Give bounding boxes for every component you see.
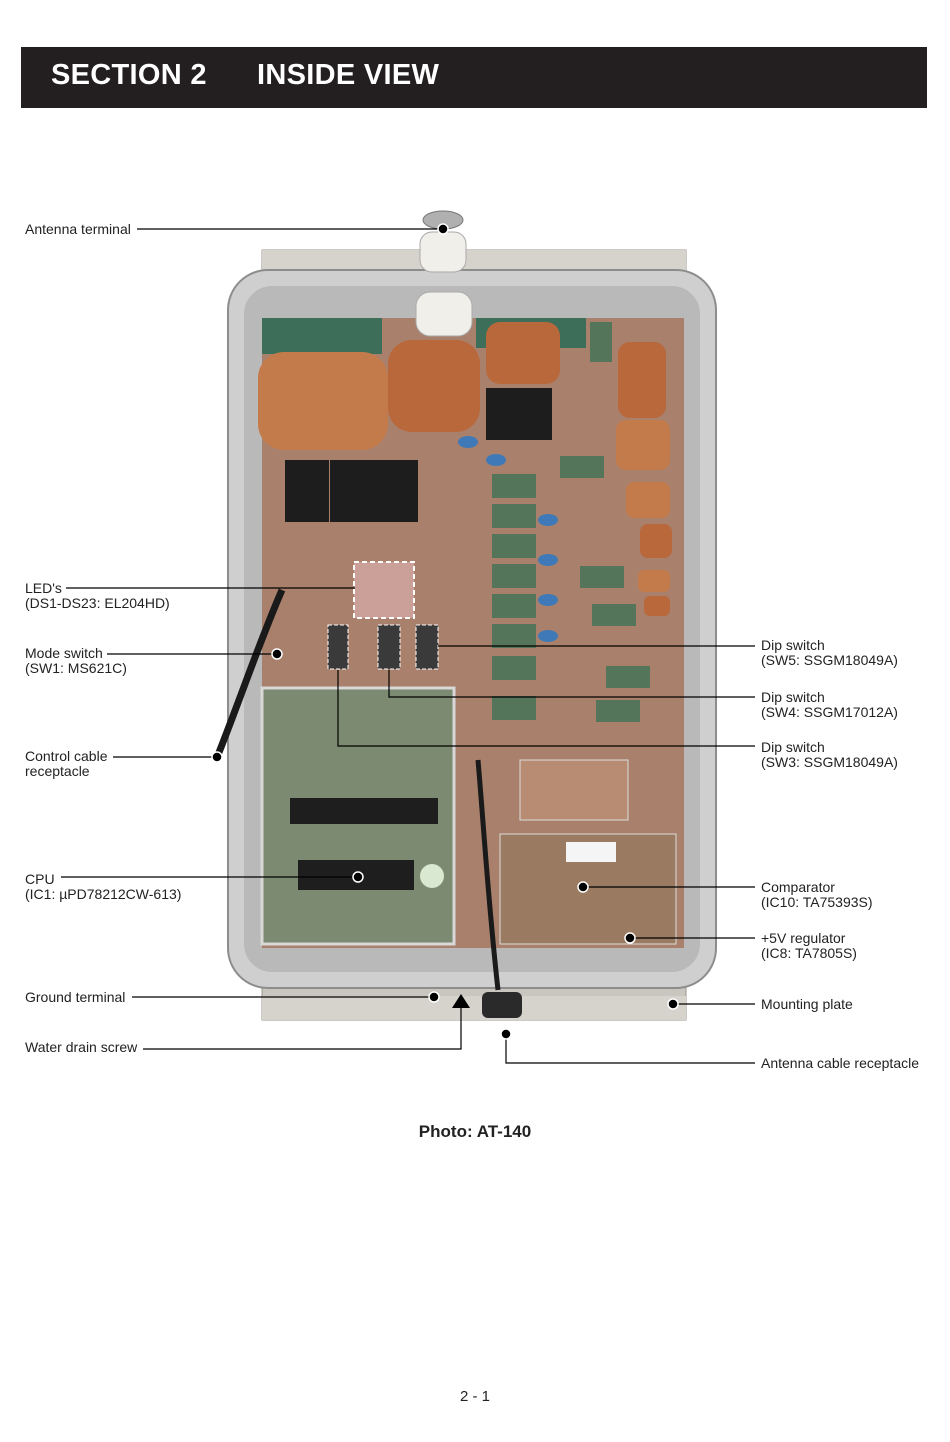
photo-caption: Photo: AT-140 <box>418 1122 532 1141</box>
callout-control-cable-receptacle: Control cable receptacle <box>25 748 108 779</box>
callout-dip-switch-sw3: Dip switch (SW3: SSGM18049A) <box>761 739 898 770</box>
coil-shape <box>258 352 388 450</box>
callout-mode-switch: Mode switch (SW1: MS621C) <box>25 645 127 676</box>
section-title: INSIDE VIEW <box>257 59 440 91</box>
section-number: SECTION 2 <box>51 59 207 91</box>
page-number: 2 - 1 <box>459 1388 490 1405</box>
callout-water-drain-screw: Water drain screw <box>25 1039 138 1055</box>
callout-antenna-terminal: Antenna terminal <box>25 221 131 237</box>
callout-regulator: +5V regulator (IC8: TA7805S) <box>761 930 857 961</box>
callout-dip-switch-sw4: Dip switch (SW4: SSGM17012A) <box>761 689 898 720</box>
callout-ground-terminal: Ground terminal <box>25 989 126 1005</box>
callout-dip-switch-sw5: Dip switch (SW5: SSGM18049A) <box>761 637 898 668</box>
section-header: SECTION 2 INSIDE VIEW <box>21 47 927 108</box>
callout-comparator: Comparator (IC10: TA75393S) <box>761 879 873 910</box>
callout-cpu: CPU (IC1: µPD78212CW-613) <box>25 871 182 902</box>
callout-antenna-cable-receptacle: Antenna cable receptacle <box>761 1055 919 1071</box>
callout-mounting-plate: Mounting plate <box>761 996 853 1012</box>
callout-leds: LED's (DS1-DS23: EL204HD) <box>25 580 170 611</box>
